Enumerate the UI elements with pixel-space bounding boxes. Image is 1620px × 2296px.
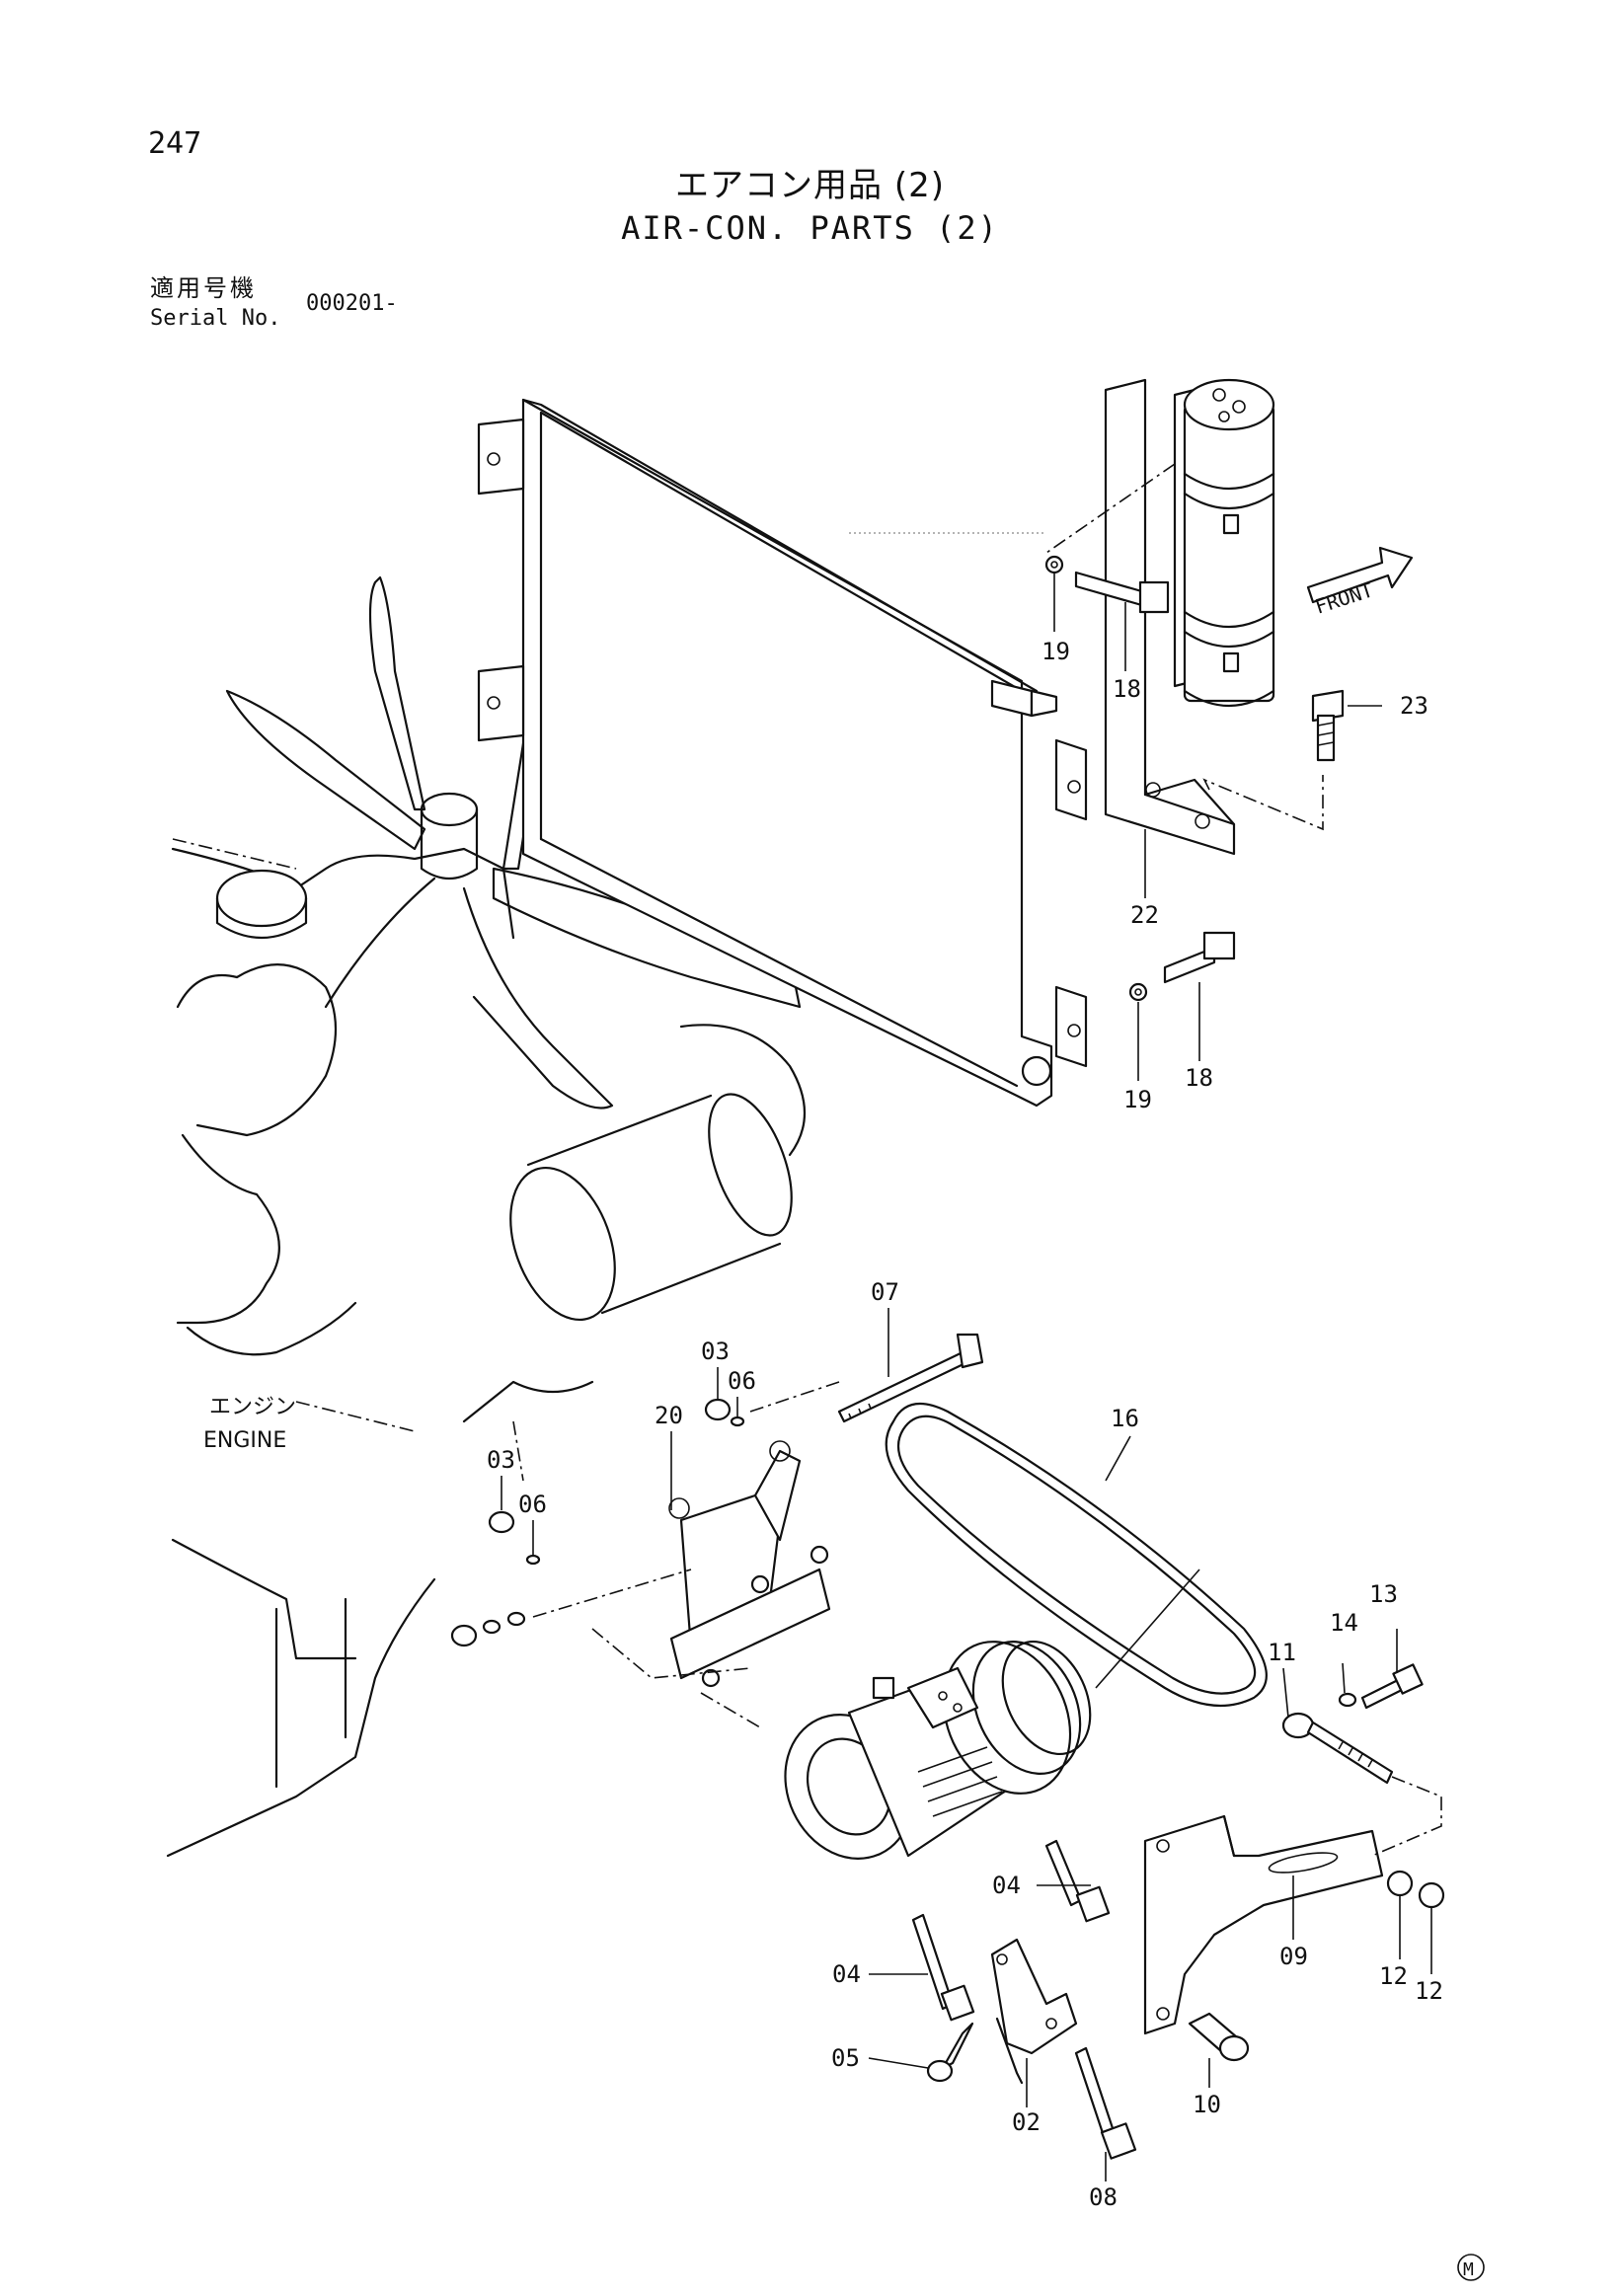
callout-04: 04 [832, 1960, 861, 1988]
nuts-12-bolt-10 [1188, 1870, 1445, 2062]
callout-22: 22 [1130, 901, 1159, 929]
callout-06: 06 [728, 1367, 756, 1395]
callout-11: 11 [1268, 1639, 1296, 1666]
bolt-18-lower [1128, 931, 1236, 1002]
callout-23: 23 [1400, 692, 1428, 720]
serial-label-english: Serial No. [150, 306, 281, 331]
long-bolt-07 [837, 1333, 984, 1423]
page-title-english: AIR-CON. PARTS (2) [621, 209, 999, 247]
callout-05: 05 [831, 2044, 860, 2072]
front-arrow-icon: FRONT [1306, 546, 1414, 619]
page-number: 247 [148, 126, 202, 161]
engine-outline [166, 792, 806, 1858]
callout-02: 02 [1012, 2108, 1041, 2136]
bolt-13-and-washer-14 [1338, 1663, 1424, 1710]
engine-label-japanese: エンジン [209, 1395, 296, 1419]
callout-08: 08 [1089, 2183, 1118, 2211]
compressor [784, 1640, 1092, 1860]
callout-03: 03 [701, 1338, 730, 1365]
callout-03: 03 [487, 1446, 515, 1474]
callout-leaders [501, 573, 1432, 2181]
mount-bracket-02 [990, 1938, 1078, 2085]
callout-09: 09 [1279, 1943, 1308, 1970]
fan-blades [225, 571, 802, 1110]
callout-labels: 19 18 23 22 19 18 07 03 06 20 16 03 06 1… [487, 638, 1443, 2211]
callout-07: 07 [871, 1278, 899, 1306]
m-mark-icon: M [1457, 2254, 1485, 2281]
bolt-23 [1311, 689, 1382, 762]
callout-19: 19 [1123, 1086, 1152, 1113]
serial-label-japanese: 適用号機 [150, 274, 257, 302]
bolts-04-05-08 [911, 1839, 1137, 2160]
page-title-japanese: エアコン用品 (2) [675, 166, 945, 205]
callout-04: 04 [992, 1872, 1021, 1899]
receiver-drier-assembly [1045, 378, 1324, 856]
engine-label-english: ENGINE [203, 1428, 286, 1453]
nuts-and-washers [450, 1381, 840, 1728]
callout-16: 16 [1111, 1405, 1139, 1432]
condenser [477, 398, 1088, 1108]
serial-number-value: 000201- [306, 291, 398, 316]
callout-20: 20 [655, 1402, 683, 1429]
v-belt-16 [885, 1402, 1268, 1708]
callout-13: 13 [1369, 1580, 1398, 1608]
callout-14: 14 [1330, 1609, 1358, 1637]
callout-18: 18 [1185, 1064, 1213, 1092]
adjust-bracket-09 [1143, 1814, 1384, 2035]
m-mark-label: M [1463, 2259, 1474, 2280]
bolt-18-upper [1044, 555, 1170, 614]
callout-18: 18 [1113, 675, 1141, 703]
callout-12: 12 [1415, 1977, 1443, 2005]
callout-10: 10 [1193, 2091, 1221, 2118]
adjust-bolt-11 [1281, 1712, 1442, 1857]
compressor-bracket [668, 1440, 831, 1688]
callout-19: 19 [1041, 638, 1070, 665]
callout-12: 12 [1379, 1962, 1408, 1990]
callout-06: 06 [518, 1491, 547, 1518]
